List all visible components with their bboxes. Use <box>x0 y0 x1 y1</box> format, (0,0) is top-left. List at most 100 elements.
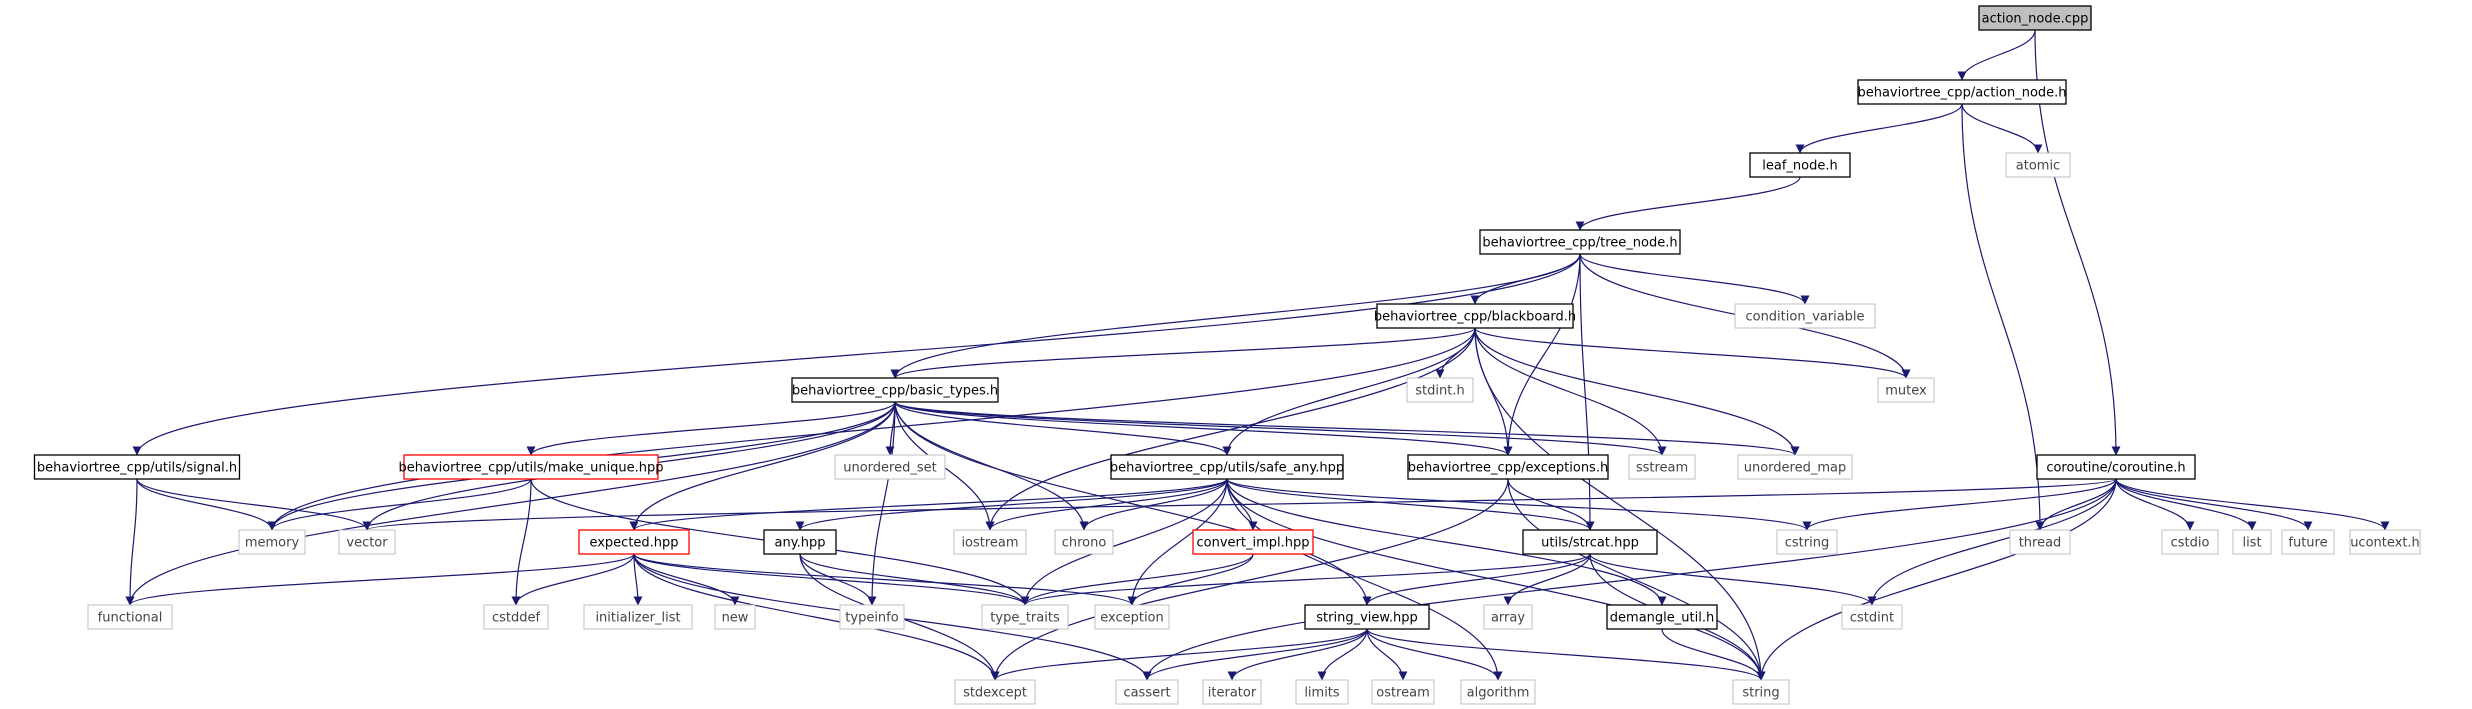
node-box <box>1841 604 1903 630</box>
node-label: coroutine/coroutine.h <box>2046 461 2185 476</box>
node-bt-exceptions-h[interactable]: behaviortree_cpp/exceptions.h <box>1407 454 1609 480</box>
node-bt-tree-node-h[interactable]: behaviortree_cpp/tree_node.h <box>1479 229 1681 255</box>
edge-expected_hpp-to-functional <box>125 553 635 606</box>
node-label: chrono <box>1062 536 1107 551</box>
edge-bt_signal_h-to-memory <box>136 478 277 531</box>
node-box <box>1857 79 2067 105</box>
node-label: cstdio <box>2171 536 2210 551</box>
node-label: iostream <box>961 536 1018 551</box>
node-label: limits <box>1304 686 1340 701</box>
node-label: utils/strcat.hpp <box>1541 536 1639 551</box>
node-array: array <box>1483 604 1533 630</box>
node-expected-hpp[interactable]: expected.hpp <box>578 529 690 555</box>
node-label: list <box>2242 536 2261 551</box>
edge-bt_safe_any_hpp-to-string <box>1226 478 1766 681</box>
node-box <box>403 454 659 480</box>
node-initializer-list: initializer_list <box>583 604 693 630</box>
node-coroutine-h[interactable]: coroutine/coroutine.h <box>2036 454 2196 480</box>
node-box <box>2232 529 2272 555</box>
node-box <box>1479 229 1681 255</box>
edge-strcat_hpp-to-cstdint <box>1589 553 1877 606</box>
node-box <box>338 529 396 555</box>
node-box <box>2161 529 2219 555</box>
node-label: future <box>2288 536 2327 551</box>
node-thread: thread <box>2009 529 2071 555</box>
node-box <box>2036 454 2196 480</box>
node-typeinfo: typeinfo <box>839 604 905 630</box>
node-box <box>1295 679 1349 705</box>
node-label: string_view.hpp <box>1316 611 1417 626</box>
node-leaf-node-h[interactable]: leaf_node.h <box>1749 152 1851 178</box>
dependency-edges <box>125 29 2390 681</box>
node-box <box>1628 454 1696 480</box>
edge-bt_action_node_h-to-atomic <box>1961 103 2043 154</box>
node-strcat-hpp[interactable]: utils/strcat.hpp <box>1522 529 1658 555</box>
node-action-node-cpp[interactable]: action_node.cpp <box>1978 5 2092 31</box>
edge-expected_hpp-to-exception <box>633 553 1137 606</box>
node-bt-basic-types-h[interactable]: behaviortree_cpp/basic_types.h <box>791 377 999 403</box>
edge-bt_action_node_h-to-thread <box>1961 103 2045 531</box>
node-algorithm: algorithm <box>1460 679 1536 705</box>
node-vector: vector <box>338 529 396 555</box>
edge-bt_blackboard_h-to-string <box>1474 327 1766 681</box>
node-label: type_traits <box>990 611 1060 626</box>
node-box <box>578 529 690 555</box>
edge-coroutine_h-to-cstdint <box>1867 478 2117 606</box>
edge-convert_impl_hpp-to-type_traits <box>1020 553 1254 606</box>
node-demangle-util-h[interactable]: demangle_util.h <box>1606 604 1718 630</box>
node-bt-blackboard-h[interactable]: behaviortree_cpp/blackboard.h <box>1374 303 1576 329</box>
edge-string_view_hpp-to-string <box>1366 628 1766 681</box>
node-string-view-hpp[interactable]: string_view.hpp <box>1304 604 1430 630</box>
node-label: behaviortree_cpp/exceptions.h <box>1408 461 1608 476</box>
node-label: ostream <box>1376 686 1430 701</box>
node-label: mutex <box>1885 384 1927 399</box>
node-box <box>1749 152 1851 178</box>
edge-bt_safe_any_hpp-to-chrono <box>1079 478 1228 531</box>
node-bt-signal-h[interactable]: behaviortree_cpp/utils/signal.h <box>33 454 241 480</box>
node-bt-action-node-h[interactable]: behaviortree_cpp/action_node.h <box>1857 79 2067 105</box>
edge-string_view_hpp-to-cassert <box>1142 628 1368 681</box>
edge-bt_safe_any_hpp-to-expected_hpp <box>629 478 1228 531</box>
node-condition-variable: condition_variable <box>1734 303 1876 329</box>
node-box <box>1776 529 1838 555</box>
edge-coroutine_h-to-cassert <box>1142 478 2117 681</box>
edge-string_view_hpp-to-stdexcept <box>990 628 1368 681</box>
node-ucontext-h: ucontext.h <box>2349 529 2421 555</box>
node-label: any.hpp <box>775 536 826 551</box>
node-label: stdexcept <box>963 686 1027 701</box>
node-label: ucontext.h <box>2350 536 2420 551</box>
node-box <box>791 377 999 403</box>
node-box <box>1978 5 2092 31</box>
edge-bt_blackboard_h-to-mutex <box>1474 327 1911 379</box>
node-box <box>1407 454 1609 480</box>
node-box <box>1522 529 1658 555</box>
node-bt-make-unique-hpp[interactable]: behaviortree_cpp/utils/make_unique.hpp <box>398 454 664 480</box>
node-sstream: sstream <box>1628 454 1696 480</box>
edge-bt_basic_types_h-to-expected_hpp <box>629 401 896 531</box>
edge-bt_tree_node_h-to-bt_exceptions_h <box>1503 253 1581 456</box>
edge-bt_safe_any_hpp-to-demangle_util_h <box>1226 478 1667 606</box>
node-box <box>1406 377 1474 403</box>
node-cstdint: cstdint <box>1841 604 1903 630</box>
node-label: leaf_node.h <box>1762 159 1837 174</box>
node-box <box>1192 529 1314 555</box>
node-box <box>714 604 756 630</box>
node-any-hpp[interactable]: any.hpp <box>763 529 837 555</box>
node-cstdio: cstdio <box>2161 529 2219 555</box>
node-convert-impl-hpp[interactable]: convert_impl.hpp <box>1192 529 1314 555</box>
edge-bt_tree_node_h-to-bt_signal_h <box>132 253 1581 456</box>
node-bt-safe-any-hpp[interactable]: behaviortree_cpp/utils/safe_any.hpp <box>1110 454 1344 480</box>
edge-bt_basic_types_h-to-unordered_map <box>894 401 1800 456</box>
edge-bt_blackboard_h-to-iostream <box>985 327 1476 531</box>
edge-any_hpp-to-type_traits <box>799 553 1030 606</box>
node-box <box>483 604 549 630</box>
node-label: convert_impl.hpp <box>1197 536 1310 551</box>
edge-strcat_hpp-to-array <box>1503 553 1591 606</box>
node-label: behaviortree_cpp/basic_types.h <box>792 384 998 399</box>
node-box <box>1877 377 1935 403</box>
node-iostream: iostream <box>953 529 1027 555</box>
edge-bt_blackboard_h-to-unordered_map <box>1474 327 1800 456</box>
node-label: unordered_map <box>1744 461 1847 476</box>
node-label: sstream <box>1636 461 1688 476</box>
node-box <box>1054 529 1114 555</box>
